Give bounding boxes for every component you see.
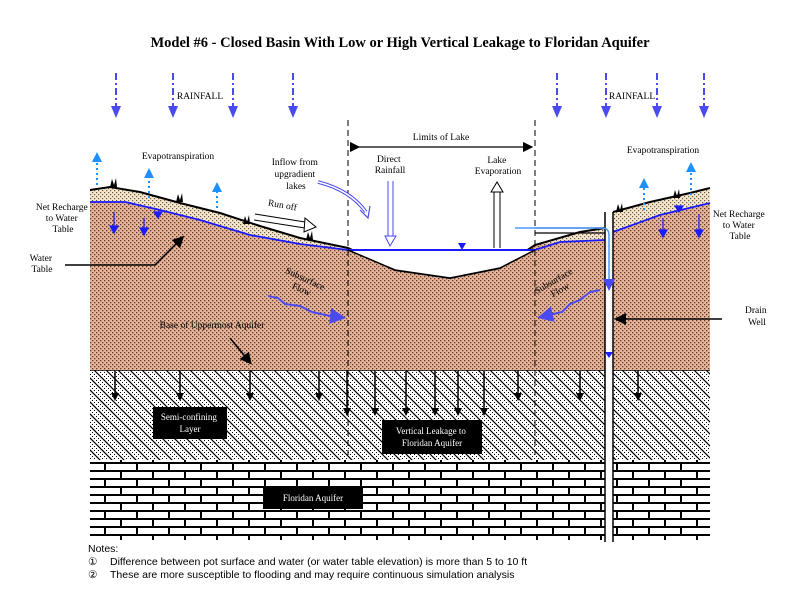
note-item: ② These are more susceptible to flooding… xyxy=(88,569,527,582)
vertical-leakage-label-box xyxy=(382,420,482,454)
vertical-leakage-arrows xyxy=(111,371,642,416)
runoff-label: Run off xyxy=(267,198,298,214)
note-text: Difference between pot surface and water… xyxy=(110,556,528,568)
leakage-arrowhead xyxy=(246,393,254,401)
leakage-arrowhead xyxy=(576,393,584,401)
rainfall-arrowhead xyxy=(601,106,611,118)
subsurface-flow-arrow-right xyxy=(537,289,601,322)
note-text: These are more susceptible to flooding a… xyxy=(110,569,515,581)
leakage-arrowhead xyxy=(402,408,410,416)
lake-evaporation-arrow xyxy=(490,181,504,248)
net-recharge-arrows-left xyxy=(108,211,164,237)
base-of-aquifer-pointer xyxy=(229,337,252,365)
net-recharge-label-right: Net Recharge to Water Table xyxy=(713,210,767,242)
lake-water xyxy=(348,250,535,278)
rainfall-arrowhead xyxy=(111,106,121,118)
notes-section: Notes: ① Difference between pot surface … xyxy=(88,543,527,582)
semi-confining-label: Semi-confining Layer xyxy=(161,412,219,434)
direct-rainfall-label: Direct Rainfall xyxy=(375,155,406,176)
floridan-aquifer-label: Floridan Aquifer xyxy=(283,493,343,503)
leakage-arrowhead xyxy=(514,393,522,401)
water-table-label: Water Table xyxy=(30,254,55,275)
vertical-leakage-label: Vertical Leakage to Floridan Aquifer xyxy=(396,426,468,448)
base-of-aquifer-label: Base of Uppermost Aquifer xyxy=(160,320,266,331)
water-level-symbol xyxy=(458,243,466,250)
rainfall-label-right: RAINFALL xyxy=(609,92,655,102)
notes-heading: Notes: xyxy=(88,543,119,555)
note-bullet: ② xyxy=(88,569,98,581)
diagram-title: Model #6 - Closed Basin With Low or High… xyxy=(150,35,650,51)
leakage-arrowhead xyxy=(480,408,488,416)
semi-confining-label-box xyxy=(153,407,227,439)
net-recharge-arrows-right xyxy=(657,205,705,239)
rainfall-arrowhead xyxy=(228,106,238,118)
rainfall-arrowhead xyxy=(552,106,562,118)
drain-well-label: Drain Well xyxy=(745,306,769,328)
limits-of-lake-label: Limits of Lake xyxy=(413,132,469,143)
rainfall-arrowhead xyxy=(168,106,178,118)
vegetation-icons xyxy=(110,178,680,240)
rainfall-arrowhead xyxy=(288,106,298,118)
floridan-aquifer-layer xyxy=(90,455,710,540)
net-recharge-label-left: Net Recharge to Water Table xyxy=(36,203,90,235)
leakage-arrowhead xyxy=(176,393,184,401)
aquifer-soil-right xyxy=(613,188,710,370)
leakage-arrowhead xyxy=(111,393,119,401)
leakage-arrowhead xyxy=(634,393,642,401)
floridan-aquifer-label-box xyxy=(263,487,363,509)
inflow-arrow xyxy=(317,180,368,214)
drain-well xyxy=(605,212,613,542)
lake-evaporation-label: Lake Evaporation xyxy=(475,156,522,177)
rainfall-arrows xyxy=(111,73,709,118)
rainfall-arrowhead xyxy=(652,106,662,118)
direct-rainfall-arrow xyxy=(384,181,397,248)
subsurface-flow-arrow-left xyxy=(267,295,346,324)
evapotranspiration-arrows xyxy=(92,152,696,210)
note-item: ① Difference between pot surface and wat… xyxy=(88,556,527,569)
leakage-arrowhead xyxy=(343,408,351,416)
leakage-arrowhead xyxy=(431,408,439,416)
evapotranspiration-label-left: Evapotranspiration xyxy=(142,152,215,162)
leakage-arrowhead xyxy=(371,408,379,416)
ground-surface xyxy=(89,185,606,280)
water-table-line xyxy=(90,201,606,251)
leakage-arrowhead xyxy=(454,408,462,416)
unsaturated-zone-right xyxy=(613,188,710,232)
note-bullet: ① xyxy=(88,556,98,568)
evapotranspiration-label-right: Evapotranspiration xyxy=(627,146,700,156)
leakage-arrowhead xyxy=(315,393,323,401)
runoff-arrow xyxy=(253,213,317,233)
rainfall-label-left: RAINFALL xyxy=(177,92,223,102)
water-table-pointer xyxy=(65,235,185,266)
unsaturated-zone-left xyxy=(90,187,348,248)
inflow-label: Inflow from upgradient lakes xyxy=(272,157,321,192)
rainfall-arrowhead xyxy=(699,106,709,118)
